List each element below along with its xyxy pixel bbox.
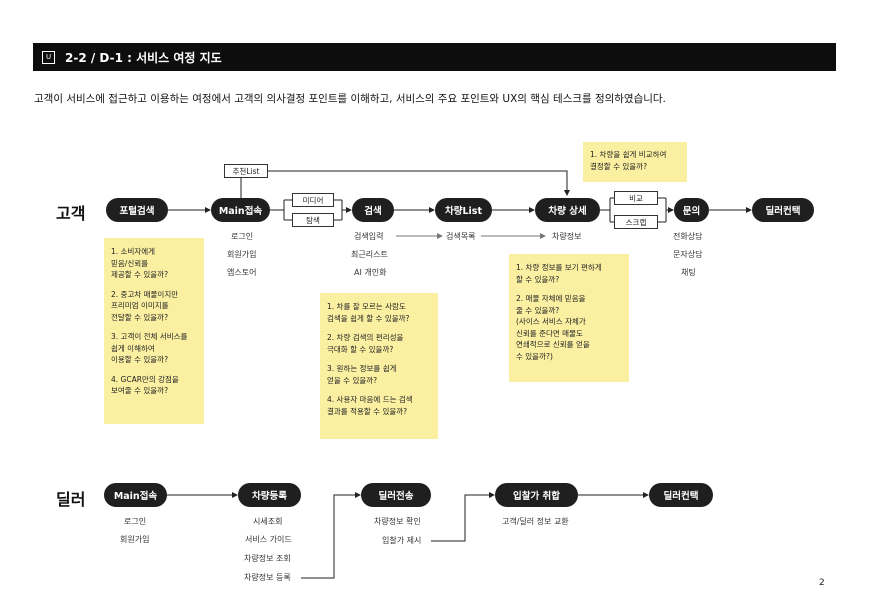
page-description: 고객이 서비스에 접근하고 이용하는 여정에서 고객의 의사결정 포인트를 이해… [34, 93, 666, 105]
node-car-detail: 차량 상세 [535, 198, 600, 222]
section-icon: U [42, 50, 55, 64]
note-portal-item: 3. 고객이 전체 서비스를 쉽게 이해하여 이용할 수 있을까? [111, 332, 188, 364]
box-explore: 탐색 [292, 213, 334, 227]
dealer-node-send: 딜러전송 [361, 483, 431, 507]
dealer-sub-service-guide: 서비스 가이드 [245, 535, 292, 544]
note-compare-questions: 1. 차량을 쉽게 비교하여 결정할 수 있을까? [583, 142, 687, 182]
note-detail-item: 1. 차량 정보를 보기 편하게 할 수 있을까? [516, 263, 602, 284]
dealer-row-label: 딜러 [56, 490, 86, 509]
note-portal-item: 4. GCAR만의 강점을 보여줄 수 있을까? [111, 374, 179, 396]
dealer-sub-signup: 회원가입 [120, 535, 150, 544]
sub-signup: 회원가입 [227, 250, 257, 259]
dealer-node-main-access: Main접속 [104, 483, 167, 507]
sub-search-input: 검색입력 [354, 232, 384, 241]
arrow-send-collect [431, 492, 495, 542]
section-title: 2-2 / D-1 : 서비스 여정 지도 [65, 50, 222, 65]
note-detail-item: 2. 매물 자체에 믿음을 줄 수 있을까? (사이스 서비스 자체가 신뢰를 … [516, 294, 590, 361]
note-portal-item: 2. 중고차 매물이지만 프리미엄 이미지를 전달할 수 있을까? [111, 289, 179, 322]
box-media: 미디어 [292, 193, 334, 207]
note-portal-questions: 1. 소비자에게 믿음/신뢰를 제공할 수 있을까? 2. 중고차 매물이지만 … [104, 238, 204, 424]
node-car-list: 차량List [435, 198, 492, 222]
page-number: 2 [819, 578, 825, 588]
sub-phone-consult: 전화상담 [673, 232, 703, 241]
node-main-access: Main접속 [211, 198, 270, 222]
note-search-item: 4. 사용자 마음에 드는 검색 결과를 적용할 수 있을까? [327, 395, 413, 416]
note-compare-item: 1. 차량을 쉽게 비교하여 결정할 수 있을까? [590, 150, 667, 171]
box-scrap: 스크랩 [614, 215, 658, 229]
sub-sms-consult: 문자상담 [673, 250, 703, 259]
dealer-node-dealer-contact: 딜러컨택 [649, 483, 713, 507]
dealer-sub-car-info-lookup: 차량정보 조회 [244, 554, 291, 563]
sub-appstore: 앱스토어 [227, 268, 257, 277]
sub-recent-list: 최근리스트 [351, 250, 388, 259]
dealer-node-collect-bids: 입찰가 취합 [495, 483, 578, 507]
section-header: U 2-2 / D-1 : 서비스 여정 지도 [33, 43, 836, 71]
recommend-link-to-detail [268, 170, 570, 196]
note-portal-item: 1. 소비자에게 믿음/신뢰를 제공할 수 있을까? [111, 247, 169, 279]
dealer-sub-price-check: 시세조회 [253, 517, 283, 526]
dealer-sub-info-exchange: 고객/딜러 정보 교환 [502, 517, 569, 526]
dealer-sub-login: 로그인 [124, 517, 147, 526]
box-compare: 비교 [614, 191, 658, 205]
dealer-sub-car-info-confirm: 차량정보 확인 [374, 517, 421, 526]
sub-chat: 채팅 [681, 268, 696, 277]
dealer-sub-bid-offer: 입찰가 제시 [382, 536, 422, 545]
sub-ai-personalization: AI 개인화 [354, 268, 387, 277]
note-search-item: 3. 원하는 정보를 쉽게 얻을 수 있을까? [327, 364, 397, 385]
dealer-sub-car-info-register: 차량정보 등록 [244, 573, 291, 582]
node-dealer-contact: 딜러컨택 [752, 198, 814, 222]
sub-car-info: 차량정보 [552, 232, 582, 241]
node-search: 검색 [352, 198, 394, 222]
sub-login: 로그인 [231, 232, 254, 241]
sub-search-results: 검색목록 [446, 232, 476, 241]
node-inquiry: 문의 [674, 198, 709, 222]
note-search-item: 1. 차를 잘 모르는 사람도 검색을 쉽게 할 수 있을까? [327, 302, 410, 323]
dealer-node-register: 차량등록 [238, 483, 301, 507]
note-detail-questions: 1. 차량 정보를 보기 편하게 할 수 있을까? 2. 매물 자체에 믿음을 … [509, 254, 629, 382]
note-search-questions: 1. 차를 잘 모르는 사람도 검색을 쉽게 할 수 있을까? 2. 차량 검색… [320, 293, 438, 439]
note-search-item: 2. 차량 검색의 편리성을 극대화 할 수 있을까? [327, 333, 404, 354]
arrow-register-send [301, 492, 361, 579]
customer-row-label: 고객 [56, 204, 86, 223]
box-recommend-list: 추천List [224, 164, 268, 178]
node-portal-search: 포털검색 [106, 198, 168, 222]
